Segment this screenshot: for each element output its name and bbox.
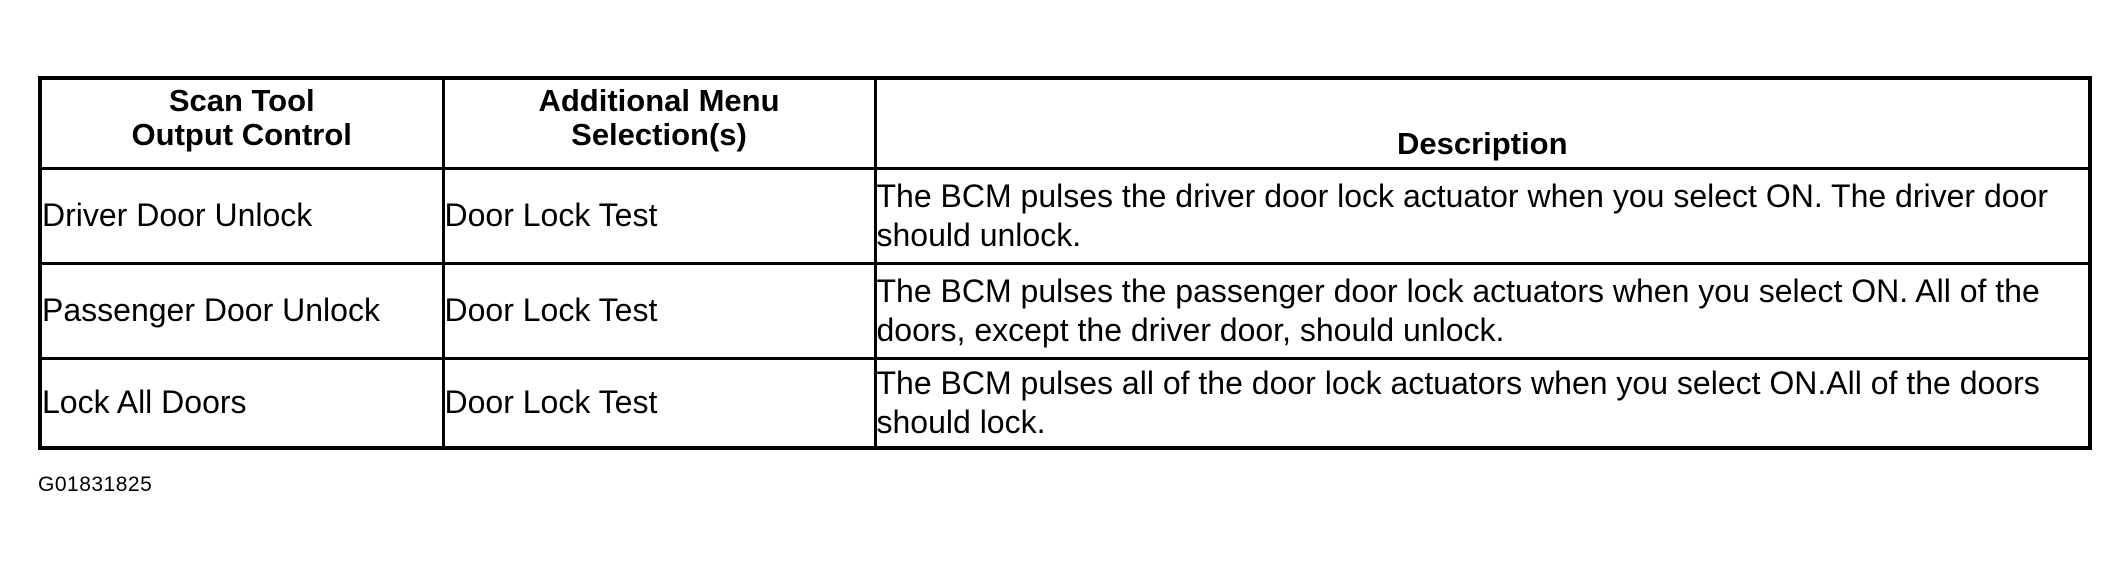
menu-selection-cell: Door Lock Test <box>441 261 877 360</box>
header-description: Description <box>873 76 2092 170</box>
table-header-row: Scan Tool Output Control Additional Menu… <box>38 76 2092 170</box>
output-control-cell: Passenger Door Unlock <box>38 261 445 360</box>
scan-tool-output-control-table: Scan Tool Output Control Additional Menu… <box>38 76 2092 450</box>
description-cell: The BCM pulses the passenger door lock a… <box>873 261 2092 360</box>
output-control-cell: Driver Door Unlock <box>38 166 445 265</box>
description-cell: The BCM pulses all of the door lock actu… <box>873 356 2092 450</box>
figure-id: G01831825 <box>38 473 153 496</box>
header-line: Output Control <box>131 117 352 152</box>
table-row: Passenger Door Unlock Door Lock Test The… <box>38 261 2092 360</box>
header-line: Selection(s) <box>571 117 747 152</box>
menu-selection-cell: Door Lock Test <box>441 166 877 265</box>
menu-selection-cell: Door Lock Test <box>441 356 877 450</box>
table-row: Driver Door Unlock Door Lock Test The BC… <box>38 166 2092 265</box>
header-scan-tool-output-control: Scan Tool Output Control <box>38 76 445 170</box>
header-line: Additional Menu <box>538 83 780 118</box>
header-additional-menu-selections: Additional Menu Selection(s) <box>441 76 877 170</box>
header-line: Scan Tool <box>168 83 315 118</box>
output-control-cell: Lock All Doors <box>38 356 445 450</box>
description-cell: The BCM pulses the driver door lock actu… <box>873 166 2092 265</box>
table-row: Lock All Doors Door Lock Test The BCM pu… <box>38 356 2092 450</box>
